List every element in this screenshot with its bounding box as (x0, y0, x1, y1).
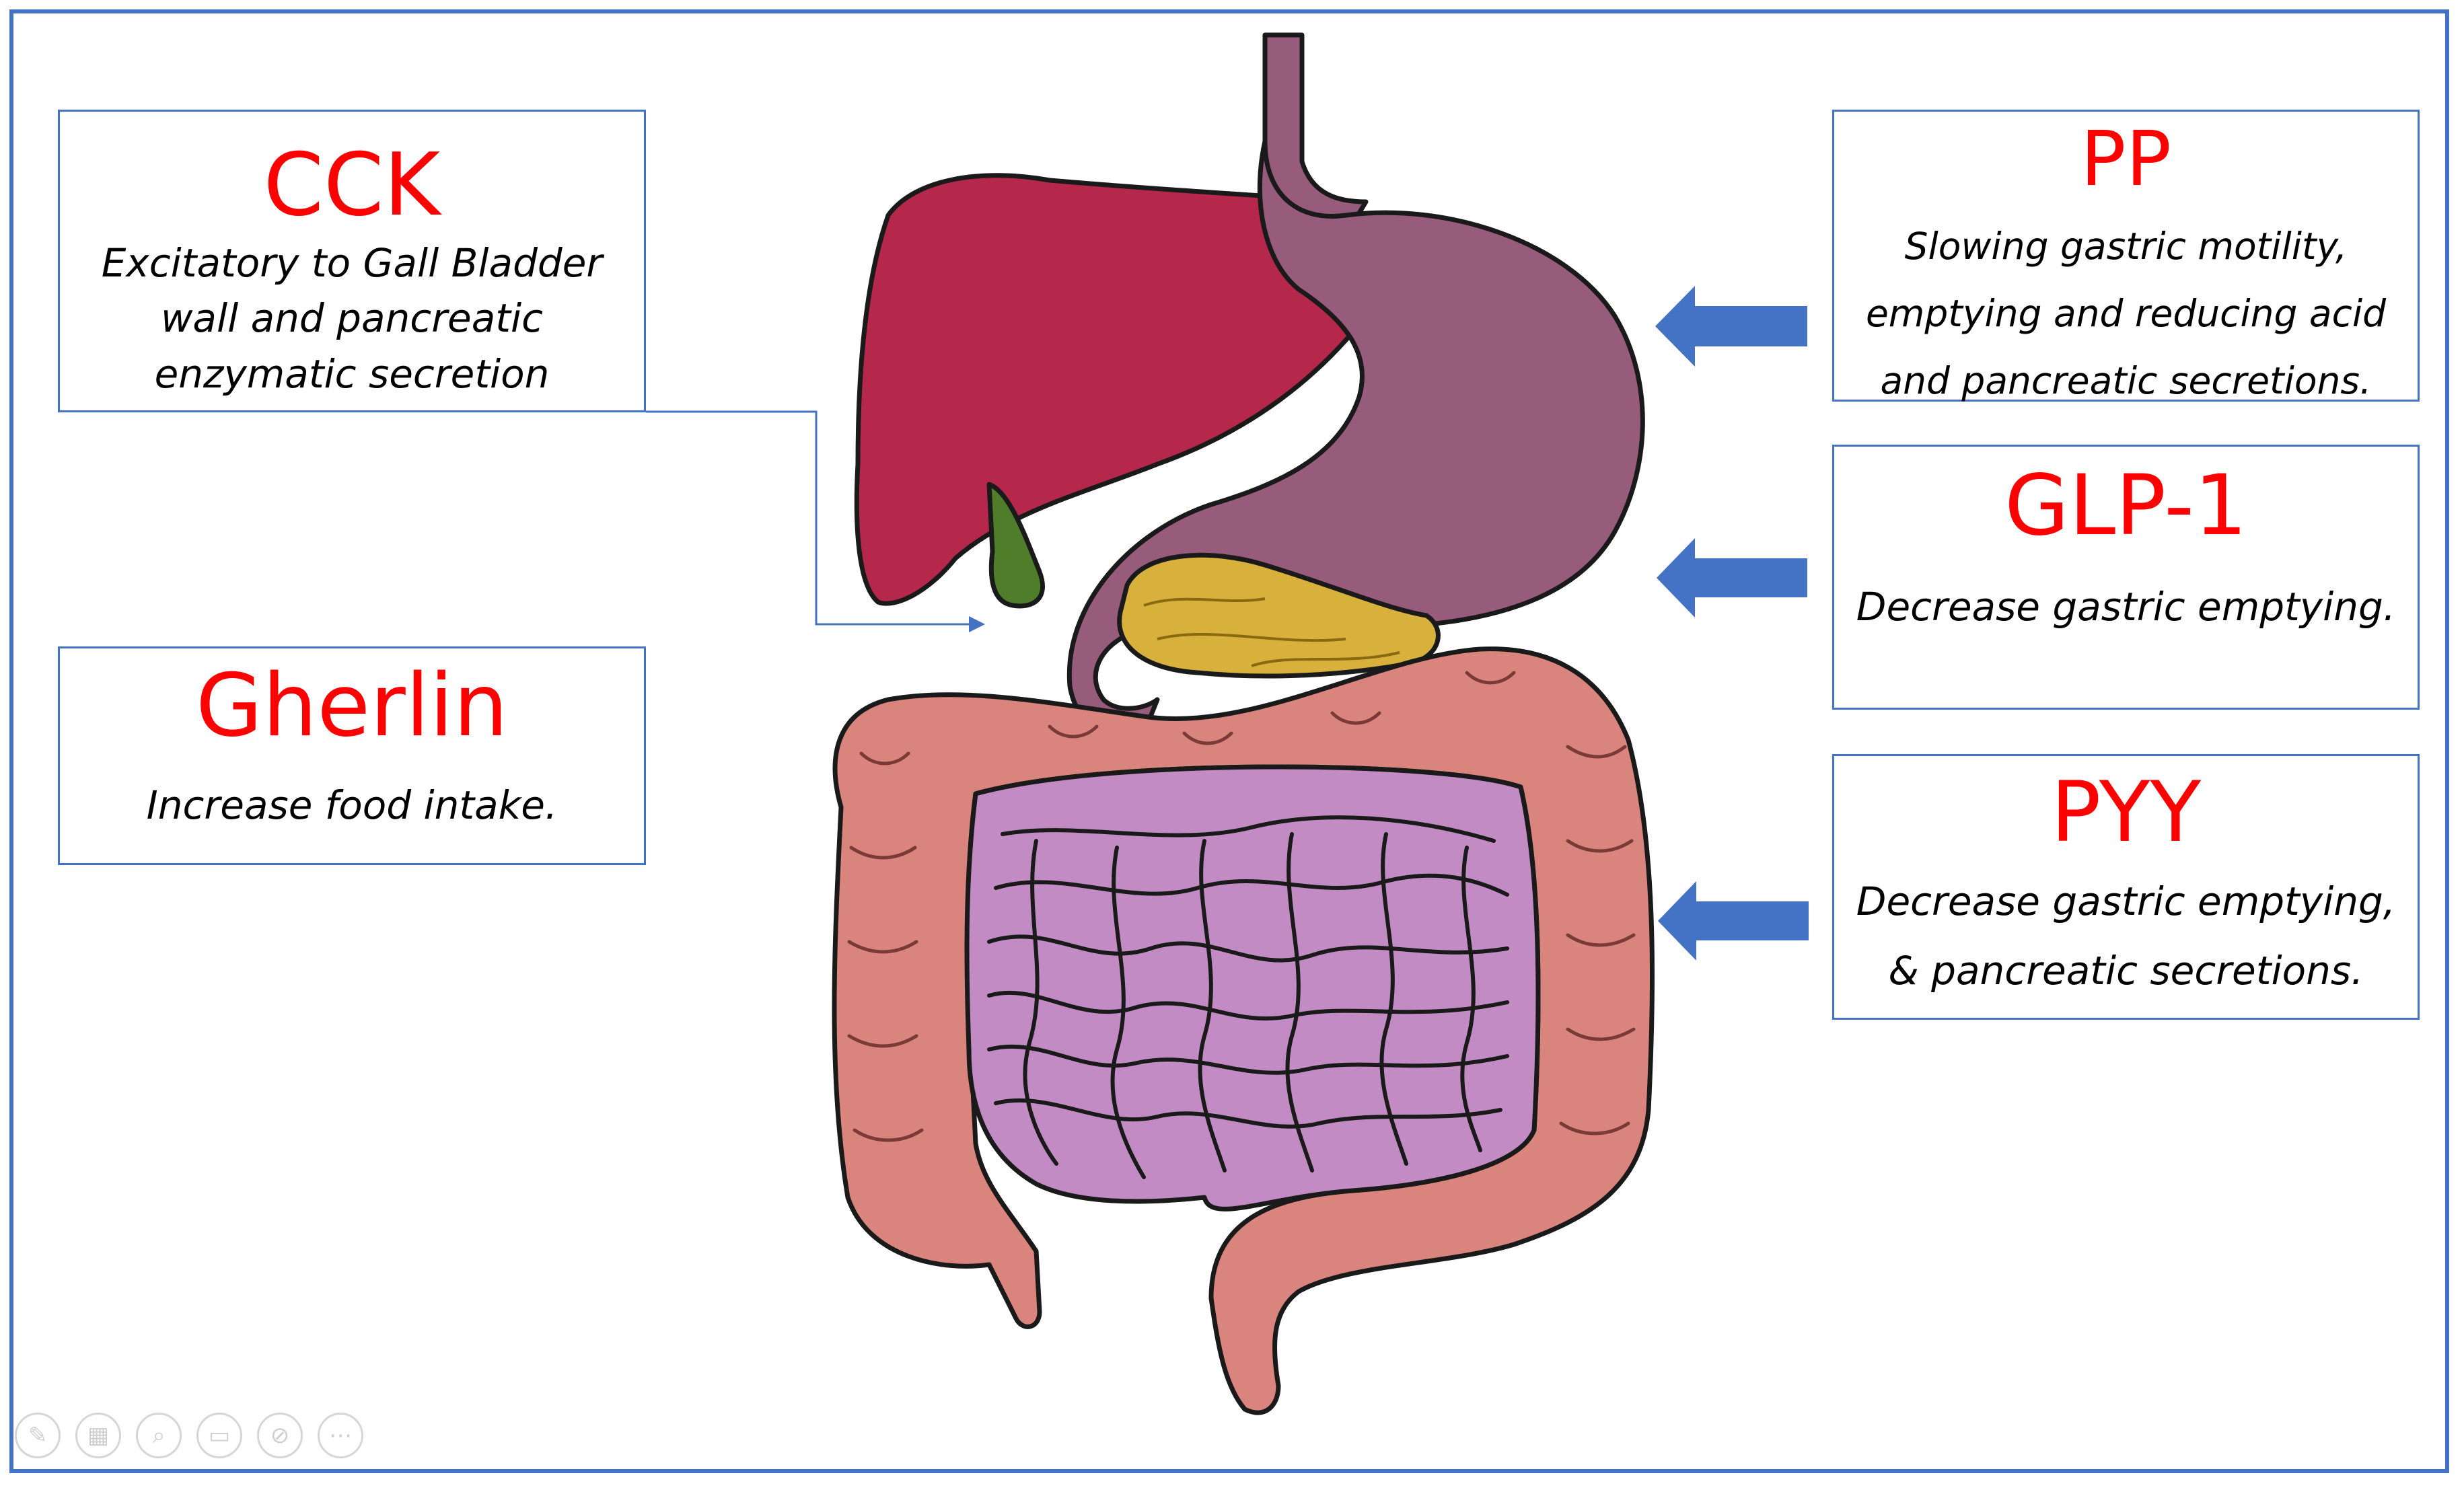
cck-desc-line-3: enzymatic secretion (154, 350, 550, 397)
pancreas (1117, 552, 1441, 679)
presentation-toolbar: ✎ ▦ ⌕ ▭ ⊘ ⋯ (15, 1413, 363, 1461)
digestive-system-illustration (832, 32, 1655, 1415)
pp-title: PP (2080, 116, 2172, 203)
pyy-title: PYY (2050, 764, 2202, 861)
cck-desc-line-1: Excitatory to Gall Bladder (101, 239, 603, 286)
subtitles-icon[interactable]: ▭ (196, 1413, 242, 1458)
pyy-desc-line-1: Decrease gastric emptying, (1856, 879, 2396, 925)
pp-desc-line-3: and pancreatic secretions. (1880, 359, 2372, 403)
camera-off-icon[interactable]: ⊘ (257, 1413, 303, 1458)
small-intestine-folds (987, 815, 1509, 1179)
pancreas-texture (1143, 597, 1400, 667)
large-intestine-folds (847, 671, 1636, 1142)
cck-title: CCK (263, 135, 441, 235)
pp-desc-line-1: Slowing gastric motility, (1904, 225, 2348, 268)
glp1-title: GLP-1 (2004, 457, 2247, 554)
gherlin-box: Gherlin Increase food intake. (58, 646, 646, 865)
slides-icon[interactable]: ▦ (75, 1413, 121, 1458)
pyy-desc-line-2: & pancreatic secretions. (1888, 947, 2364, 994)
pen-icon[interactable]: ✎ (15, 1413, 61, 1458)
gallbladder (986, 482, 1045, 609)
gherlin-title: Gherlin (196, 656, 508, 756)
glp1-desc-line-1: Decrease gastric emptying. (1856, 584, 2396, 630)
glp1-box: GLP-1 Decrease gastric emptying. (1832, 445, 2420, 710)
gherlin-desc-line-1: Increase food intake. (146, 782, 558, 828)
pp-desc-line-2: emptying and reducing acid (1865, 292, 2387, 336)
cck-desc-line-2: wall and pancreatic (160, 295, 544, 342)
more-options-icon[interactable]: ⋯ (318, 1413, 363, 1458)
pyy-box: PYY Decrease gastric emptying, & pancrea… (1832, 754, 2420, 1020)
small-intestine (964, 764, 1541, 1211)
zoom-icon[interactable]: ⌕ (136, 1413, 182, 1458)
cck-box: CCK Excitatory to Gall Bladder wall and … (58, 110, 646, 412)
pp-box: PP Slowing gastric motility, emptying an… (1832, 110, 2420, 402)
